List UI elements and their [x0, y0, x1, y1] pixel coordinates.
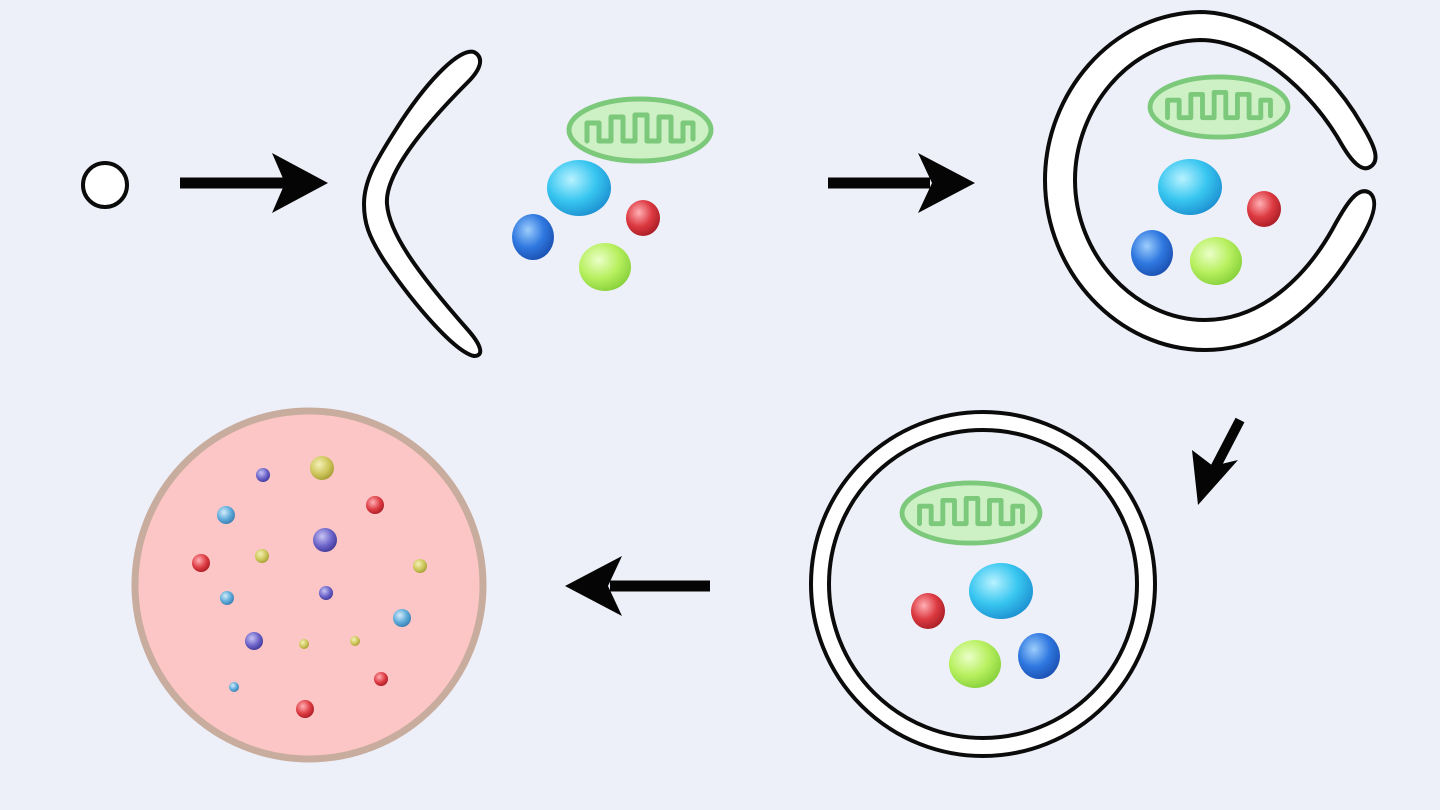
- cyan-organelle-1: [547, 160, 611, 216]
- mitochondrion-3: [902, 483, 1040, 543]
- degradation-particle: [310, 456, 334, 480]
- degradation-particle: [393, 609, 411, 627]
- degradation-particle: [366, 496, 384, 514]
- blue-organelle-2: [1131, 230, 1173, 276]
- arrow-3-down-left: [1192, 417, 1245, 505]
- arrow-1-right: [180, 153, 328, 213]
- phagophore-closing-membrane: [1043, 10, 1378, 352]
- degradation-particle: [296, 700, 314, 718]
- red-organelle-1: [626, 200, 660, 236]
- degradation-particle: [413, 559, 427, 573]
- red-organelle-2: [1247, 191, 1281, 227]
- cyan-organelle-2: [1158, 159, 1222, 215]
- phagophore-crescent: [362, 49, 483, 358]
- green-organelle-1: [579, 243, 631, 291]
- degradation-particle: [319, 586, 333, 600]
- green-organelle-3: [949, 640, 1001, 688]
- blue-organelle-3: [1018, 633, 1060, 679]
- degradation-particles: [192, 456, 427, 718]
- stage-phagophore-expansion: [362, 49, 711, 358]
- arrow-4-left: [565, 556, 710, 616]
- autolysosome-body: [131, 407, 487, 763]
- cyan-organelle-3: [969, 563, 1033, 619]
- stage-autolysosome: [131, 407, 487, 763]
- red-organelle-3: [911, 593, 945, 629]
- degradation-particle: [245, 632, 263, 650]
- degradation-particle: [229, 682, 239, 692]
- degradation-particle: [192, 554, 210, 572]
- degradation-particle: [299, 639, 309, 649]
- initiation-vesicle: [81, 161, 129, 209]
- stage-initiation: [81, 161, 129, 209]
- degradation-particle: [350, 636, 360, 646]
- stage-phagophore-closing: [1043, 10, 1378, 352]
- blue-organelle-1: [512, 214, 554, 260]
- mitochondrion-2: [1150, 77, 1288, 137]
- arrow-2-right: [828, 153, 975, 213]
- degradation-particle: [256, 468, 270, 482]
- degradation-particle: [374, 672, 388, 686]
- degradation-particle: [313, 528, 337, 552]
- degradation-particle: [217, 506, 235, 524]
- degradation-particle: [255, 549, 269, 563]
- degradation-particle: [220, 591, 234, 605]
- green-organelle-2: [1190, 237, 1242, 285]
- stage-autophagosome: [809, 410, 1157, 758]
- mitochondrion-1: [569, 99, 711, 161]
